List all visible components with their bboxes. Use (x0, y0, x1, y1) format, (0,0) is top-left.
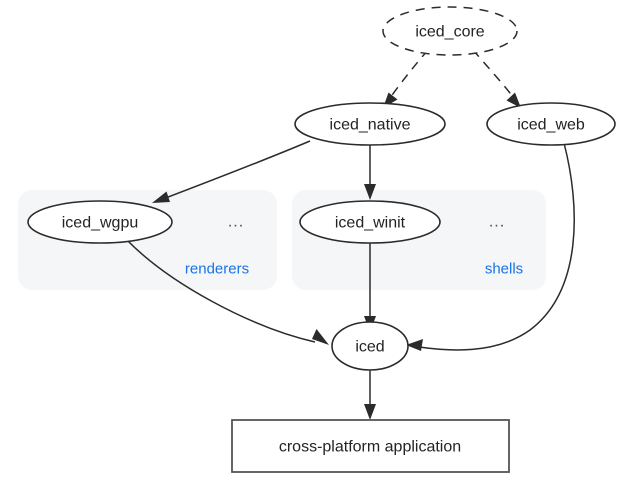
edge-iced-native-to-iced-wgpu (152, 140, 311, 203)
cluster-shells-label: shells (485, 261, 523, 278)
node-iced[interactable]: iced (331, 321, 409, 371)
edge-iced-native-to-iced-wgpu-arrowhead (152, 191, 170, 203)
edge-iced-wgpu-to-iced-line (124, 237, 316, 343)
node-cross-platform-application[interactable]: cross-platform application (231, 419, 510, 473)
edge-iced-core-to-iced-native (383, 49, 429, 108)
edge-iced-core-to-iced-native-line (389, 49, 429, 99)
node-iced-web[interactable]: iced_web (486, 102, 616, 146)
edge-iced-wgpu-to-iced (124, 237, 329, 345)
cluster-renderers-label: renderers (185, 261, 249, 278)
edge-iced-native-to-iced-wgpu-line (162, 140, 311, 200)
node-iced-native[interactable]: iced_native (294, 102, 446, 146)
edge-iced-core-to-iced-web (472, 49, 521, 108)
node-iced-winit-label: iced_winit (335, 215, 406, 232)
node-iced-winit-shape[interactable] (299, 200, 441, 244)
edge-iced-web-to-iced-arrowhead (406, 339, 423, 351)
node-iced-native-shape[interactable] (294, 102, 446, 146)
node-iced-core[interactable]: iced_core (382, 6, 518, 56)
node-iced-wgpu-shape[interactable] (27, 200, 173, 244)
edge-iced-wgpu-to-iced-arrowhead (312, 329, 329, 345)
cluster-renderers-ellipsis: ... (228, 214, 244, 231)
node-iced-wgpu[interactable]: iced_wgpu (27, 200, 173, 244)
node-iced-core-label: iced_core (415, 24, 484, 41)
node-iced-web-label: iced_web (517, 117, 585, 134)
edge-iced-web-to-iced-line (418, 142, 575, 351)
edge-iced-core-to-iced-web-arrowhead (506, 92, 521, 108)
node-iced-core-shape[interactable] (382, 6, 518, 56)
node-iced-native-label: iced_native (330, 117, 411, 134)
edge-iced-native-to-iced-winit (364, 145, 376, 200)
edge-iced-to-app (364, 368, 376, 420)
node-iced-wgpu-label: iced_wgpu (62, 215, 139, 232)
edge-iced-web-to-iced (406, 142, 575, 351)
node-iced-web-shape[interactable] (486, 102, 616, 146)
node-cross-platform-application-label: cross-platform application (279, 439, 461, 456)
node-cross-platform-application-shape[interactable] (231, 419, 510, 473)
node-iced-label: iced (355, 339, 384, 356)
node-iced-shape[interactable] (331, 321, 409, 371)
node-iced-winit[interactable]: iced_winit (299, 200, 441, 244)
edge-iced-to-app-arrowhead (364, 404, 376, 420)
edge-iced-core-to-iced-web-line (472, 49, 515, 99)
edge-iced-native-to-iced-winit-arrowhead (364, 184, 376, 200)
cluster-shells-ellipsis: ... (489, 214, 505, 231)
